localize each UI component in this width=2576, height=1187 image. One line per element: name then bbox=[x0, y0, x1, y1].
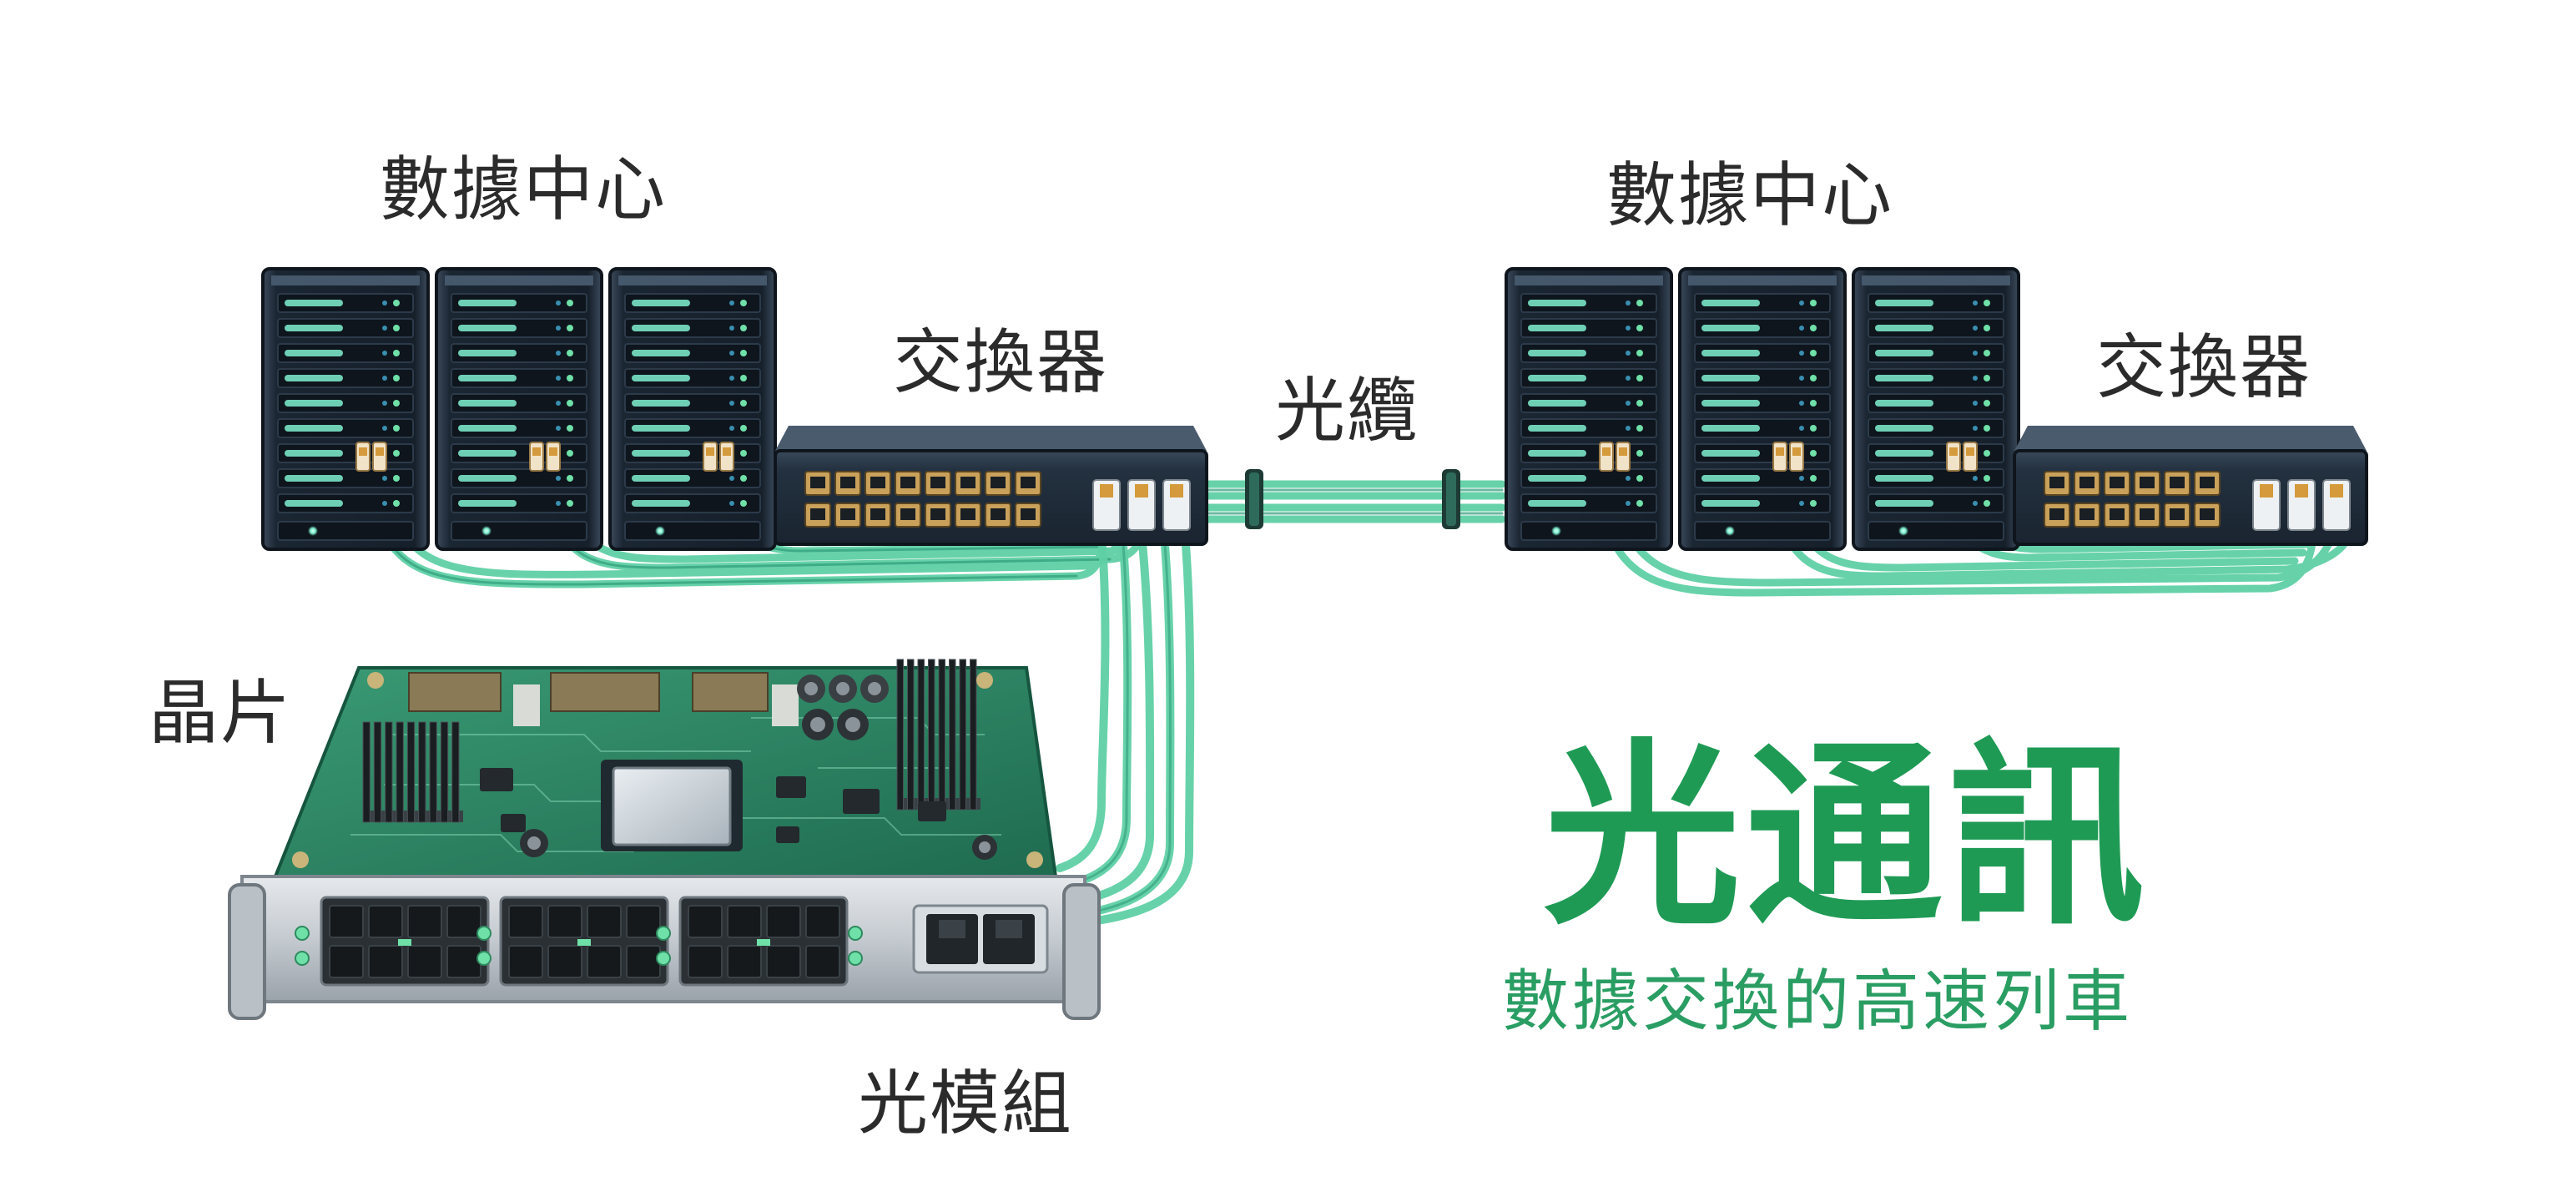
server-rack-icon bbox=[1505, 267, 1673, 551]
fiber-cable-icon bbox=[1245, 469, 1460, 529]
chip-label: 晶片 bbox=[149, 672, 293, 754]
server-rack-icon bbox=[1852, 267, 2020, 551]
server-rack-icon bbox=[261, 267, 430, 551]
server-rack-icon bbox=[435, 267, 603, 551]
network-switch-icon bbox=[774, 426, 1208, 546]
optical-module-card bbox=[228, 659, 1101, 1020]
optical-port-icon bbox=[678, 896, 849, 987]
switch-label-right: 交換器 bbox=[2096, 326, 2312, 408]
datacenter-label-right: 數據中心 bbox=[1606, 154, 1894, 236]
datacenter-label-left: 數據中心 bbox=[380, 149, 668, 230]
processor-chip-icon bbox=[601, 760, 743, 851]
cable-label: 光纜 bbox=[1275, 370, 1419, 452]
page-subtitle: 數據交換的高速列車 bbox=[1502, 962, 2133, 1040]
optical-module-label: 光模組 bbox=[858, 1063, 1074, 1144]
server-rack-icon bbox=[608, 267, 777, 551]
network-switch-icon bbox=[2013, 426, 2368, 546]
page-title: 光通訊 bbox=[1544, 722, 2150, 952]
optical-port-icon bbox=[320, 896, 490, 987]
switch-label-left: 交換器 bbox=[893, 321, 1109, 403]
network-switches bbox=[774, 426, 2368, 546]
heatsink-icon bbox=[896, 659, 980, 811]
ethernet-port-icon bbox=[912, 904, 1049, 974]
server-rack-icon bbox=[1678, 267, 1847, 551]
heatsink-icon bbox=[362, 721, 463, 823]
server-racks bbox=[261, 267, 2020, 551]
optical-port-icon bbox=[499, 896, 669, 987]
